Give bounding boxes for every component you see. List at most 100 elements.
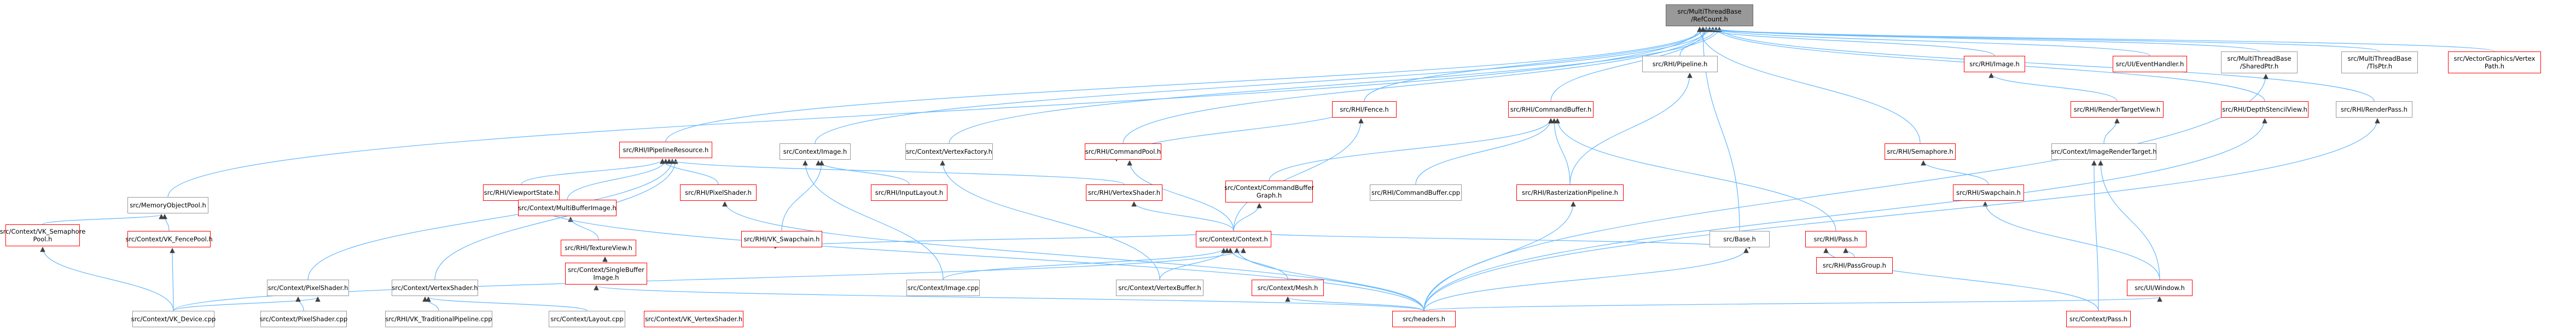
edge-ctxvertexsh-to-rhipiperes xyxy=(434,158,678,280)
edge-vkfence-to-memobj xyxy=(162,213,170,231)
edge-rhipixelsh-to-rhipiperes xyxy=(660,158,719,185)
node-rhi-input-layout[interactable]: src/RHI/InputLayout.h xyxy=(871,184,947,201)
edge-ctxcontext-to-rhifence xyxy=(1233,118,1364,231)
edge-rhiimage-to-root xyxy=(1700,26,1995,56)
edge-ctximagert-to-rhirendertv xyxy=(2103,118,2120,144)
edge-headers-to-rhiraster xyxy=(1423,201,1576,311)
edge-ctxvertexbuf-to-ctxcontext xyxy=(1159,247,1230,280)
edge-headers-to-ctxcontext xyxy=(1234,247,1424,311)
edge-rhivkswap-to-ctximage xyxy=(781,160,824,231)
node-rhi-pipeline[interactable]: src/RHI/Pipeline.h xyxy=(1642,56,1718,72)
node-headers-h[interactable]: src/headers.h xyxy=(1392,311,1456,327)
edge-rhicmdpool-to-root xyxy=(1123,26,1709,144)
node-rhi-depth-stencil-view[interactable]: src/RHI/DepthStencilView.h xyxy=(2221,101,2308,118)
node-rhi-semaphore[interactable]: src/RHI/Semaphore.h xyxy=(1885,143,1956,160)
node-rhi-command-buffer-cpp[interactable]: src/RHI/CommandBuffer.cpp xyxy=(1370,184,1462,201)
node-vk-fence-pool[interactable]: src/Context/VK_FencePool.h xyxy=(125,231,213,247)
edge-ctximagecpp-to-ctximage xyxy=(803,160,944,280)
node-vk-traditional-pipeline[interactable]: src/RHI/VK_TraditionalPipeline.cpp xyxy=(385,311,492,327)
edge-uiwindow-to-rhiswapchain xyxy=(1982,201,2160,280)
edge-rhirendertv-to-rhiimage xyxy=(1988,72,2118,102)
edge-mttlsptr-to-root xyxy=(1697,26,2380,52)
node-context-image-cpp[interactable]: src/Context/Image.cpp xyxy=(906,280,980,296)
edge-headers-to-uiwindow xyxy=(1423,296,2162,311)
edge-headers-to-rhiviewport xyxy=(528,201,1424,311)
node-root[interactable]: src/MultiThreadBase /RefCount.h xyxy=(1666,4,1753,26)
edge-rhifence-to-root xyxy=(1364,26,1706,102)
node-context-layout-cpp[interactable]: src/Context/Layout.cpp xyxy=(549,311,625,327)
edge-ctximagecpp-to-ctxcontext xyxy=(943,247,1226,280)
node-rhi-pass-group[interactable]: src/RHI/PassGroup.h xyxy=(1816,257,1893,274)
edge-rhirenderpass-to-root xyxy=(1717,26,2375,102)
node-context-single-buffer-image[interactable]: src/Context/SingleBuffer Image.h xyxy=(565,263,647,285)
node-rhi-command-pool[interactable]: src/RHI/CommandPool.h xyxy=(1085,143,1161,160)
node-ui-window[interactable]: src/UI/Window.h xyxy=(2127,280,2193,296)
node-rhi-swapchain[interactable]: src/RHI/Swapchain.h xyxy=(1953,184,2024,201)
node-context-vertex-shader-h[interactable]: src/Context/VertexShader.h xyxy=(392,280,478,296)
node-context-image-h[interactable]: src/Context/Image.h xyxy=(780,143,851,160)
edge-headers-to-rhirenderpass xyxy=(1423,118,2380,311)
node-rhi-fence[interactable]: src/RHI/Fence.h xyxy=(1332,101,1397,118)
node-vk-vertex-shader[interactable]: src/Context/VK_VertexShader.h xyxy=(644,311,743,327)
edge-vkdevice-to-vkfence xyxy=(170,247,175,311)
edge-rhivertexsh-to-rhipiperes xyxy=(666,158,1125,185)
node-memory-object-pool[interactable]: src/MemoryObjectPool.h xyxy=(127,197,208,213)
edge-rhisemaphore-to-root xyxy=(1697,26,1921,144)
edge-ctxcontext-to-rhivertexsh xyxy=(1131,201,1234,231)
node-vector-graphics-vertex-path[interactable]: src/VectorGraphics/Vertex Path.h xyxy=(2448,51,2541,73)
node-rhi-render-pass[interactable]: src/RHI/RenderPass.h xyxy=(2336,101,2412,118)
node-context-vertex-factory[interactable]: src/Context/VertexFactory.h xyxy=(905,143,993,160)
node-context-mesh[interactable]: src/Context/Mesh.h xyxy=(1252,280,1324,296)
edge-vkdevice-to-ctxpixelh xyxy=(173,296,321,311)
node-rhi-vk-swapchain[interactable]: src/RHI/VK_Swapchain.h xyxy=(741,231,822,247)
edge-ctxcontext-to-rhicmdpool xyxy=(1127,160,1234,231)
edge-ctxvertexfac-to-root xyxy=(949,26,1722,144)
node-rhi-pixel-shader[interactable]: src/RHI/PixelShader.h xyxy=(680,184,757,201)
node-rhi-image[interactable]: src/RHI/Image.h xyxy=(1964,56,2025,72)
edge-rhipiperes-to-root xyxy=(665,26,1706,142)
edge-ctxpixelcpp-to-ctxpixelh xyxy=(295,296,304,311)
edge-ctximage-to-root xyxy=(815,26,1712,144)
edge-rhipassgroup-to-rhipass xyxy=(1843,247,1855,258)
edge-rhicmdbufcpp-to-rhicmdbuf xyxy=(1415,118,1554,185)
node-multithread-shared-ptr[interactable]: src/MultiThreadBase /SharedPtr.h xyxy=(2221,51,2298,73)
edge-rhiswapchain-to-rhisemaphore xyxy=(1921,160,1989,185)
node-context-pixel-shader-h[interactable]: src/Context/PixelShader.h xyxy=(267,280,349,296)
node-context-vertex-buffer[interactable]: src/Context/VertexBuffer.h xyxy=(1116,280,1203,296)
edge-rhiraster-to-rhipipeline xyxy=(1569,72,1693,185)
edge-ctxpixelh-to-rhipiperes xyxy=(307,158,675,280)
node-multithread-tls-ptr[interactable]: src/MultiThreadBase /TlsPtr.h xyxy=(2341,51,2418,73)
edge-vkdevice-to-vksema xyxy=(40,246,174,311)
node-context-pixel-shader-cpp[interactable]: src/Context/PixelShader.cpp xyxy=(260,311,347,327)
edge-ctxcontext-to-rhivkswap xyxy=(772,230,1234,250)
node-context-image-render-target[interactable]: src/Context/ImageRenderTarget.h xyxy=(2051,143,2157,160)
node-context-context-h[interactable]: src/Context/Context.h xyxy=(1196,231,1271,247)
node-rhi-rasterization-pipeline[interactable]: src/RHI/RasterizationPipeline.h xyxy=(1516,184,1624,201)
edge-headers-to-ctxsinglebuf xyxy=(594,285,1424,311)
edge-headers-to-rhipixelsh xyxy=(722,201,1424,311)
node-rhi-vertex-shader[interactable]: src/RHI/VertexShader.h xyxy=(1086,184,1162,201)
edge-rhiviewport-to-rhipiperes xyxy=(521,158,665,185)
node-context-pass[interactable]: src/Context/Pass.h xyxy=(2066,311,2131,327)
node-rhi-pass[interactable]: src/RHI/Pass.h xyxy=(1805,231,1866,247)
node-context-command-buffer-graph[interactable]: src/Context/CommandBuffer Graph.h xyxy=(1224,181,1314,202)
edge-ctxmultibuf-to-rhipiperes xyxy=(567,158,668,200)
node-rhi-command-buffer-h[interactable]: src/RHI/CommandBuffer.h xyxy=(1508,101,1594,118)
node-context-multi-buffer-image[interactable]: src/Context/MultiBufferImage.h xyxy=(518,200,617,216)
edge-mtsharedptr-to-root xyxy=(1710,26,2260,52)
node-base-h[interactable]: src/Base.h xyxy=(1709,231,1770,247)
edge-rhiinput-to-ctximage xyxy=(816,160,910,185)
edge-ctxpass-to-ctximagert xyxy=(2091,160,2099,311)
edge-ctxcmdbufgraph-to-rhicmdbuf xyxy=(1269,118,1554,181)
node-ui-event-handler[interactable]: src/UI/EventHandler.h xyxy=(2113,56,2187,72)
node-rhi-viewport-state[interactable]: src/RHI/ViewportState.h xyxy=(483,184,560,201)
node-vk-semaphore-pool[interactable]: src/Context/VK_Semaphore Pool.h xyxy=(0,224,85,246)
edge-rhiraster-to-rhicmdbuf xyxy=(1551,118,1571,185)
node-vk-device-cpp[interactable]: src/Context/VK_Device.cpp xyxy=(131,311,216,327)
node-rhi-texture-view[interactable]: src/RHI/TextureView.h xyxy=(561,240,636,256)
node-rhi-render-target-view[interactable]: src/RHI/RenderTargetView.h xyxy=(2071,101,2164,118)
edge-ctxcontext-to-ctxcmdbufgraph xyxy=(1233,202,1262,231)
node-rhi-ipipeline-resource[interactable]: src/RHI/IPipelineResource.h xyxy=(619,142,712,158)
